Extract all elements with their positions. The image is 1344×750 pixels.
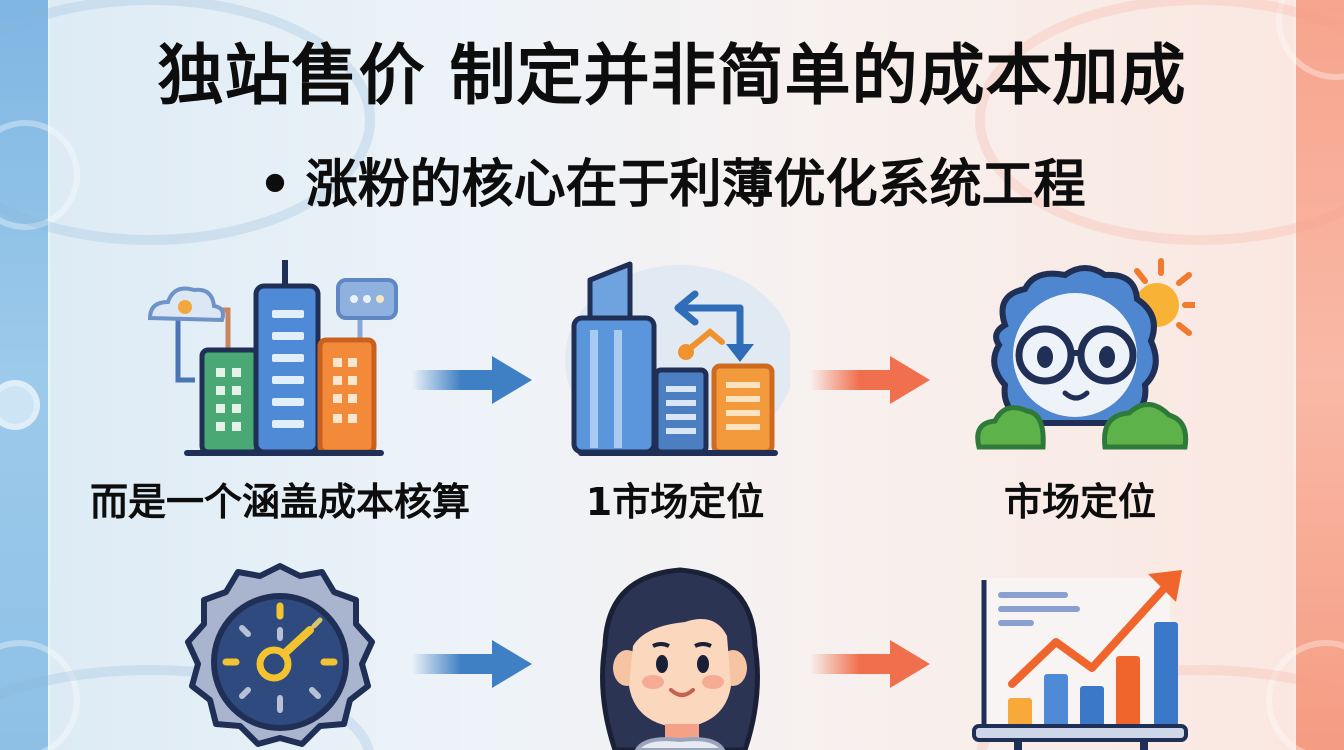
arrow-right-icon: [412, 352, 532, 408]
subtitle-text: 涨粉的核心在于利薄优化系统工程: [305, 155, 1086, 215]
step-label: 而是一个涵盖成本核算: [89, 480, 470, 524]
arrow-right-icon: [810, 636, 930, 692]
bullet-icon: •: [258, 155, 292, 215]
arrow-right-icon: [810, 352, 930, 408]
left-decor-panel: [0, 0, 80, 750]
growth-chart-icon: [970, 560, 1190, 750]
step-label: 市场定位: [1003, 480, 1156, 524]
arrow-right-icon: [412, 636, 532, 692]
page-title: 独站售价 制定并非简单的成本加成: [157, 37, 1187, 114]
girl-avatar-icon: [585, 556, 775, 750]
buildings-market-icon: [550, 250, 790, 460]
right-decor-panel: [1266, 0, 1344, 750]
gear-clock-icon: [170, 558, 390, 750]
decor-ring: [0, 380, 40, 430]
mascot-glasses-icon: [965, 255, 1195, 455]
decor-ring: [0, 120, 80, 230]
decor-ring: [1266, 640, 1344, 750]
decor-ring: [0, 640, 80, 750]
city-buildings-icon: [140, 250, 400, 460]
step-label: 1市场定位: [585, 480, 765, 524]
subtitle: •涨粉的核心在于利薄优化系统工程: [0, 150, 1344, 220]
